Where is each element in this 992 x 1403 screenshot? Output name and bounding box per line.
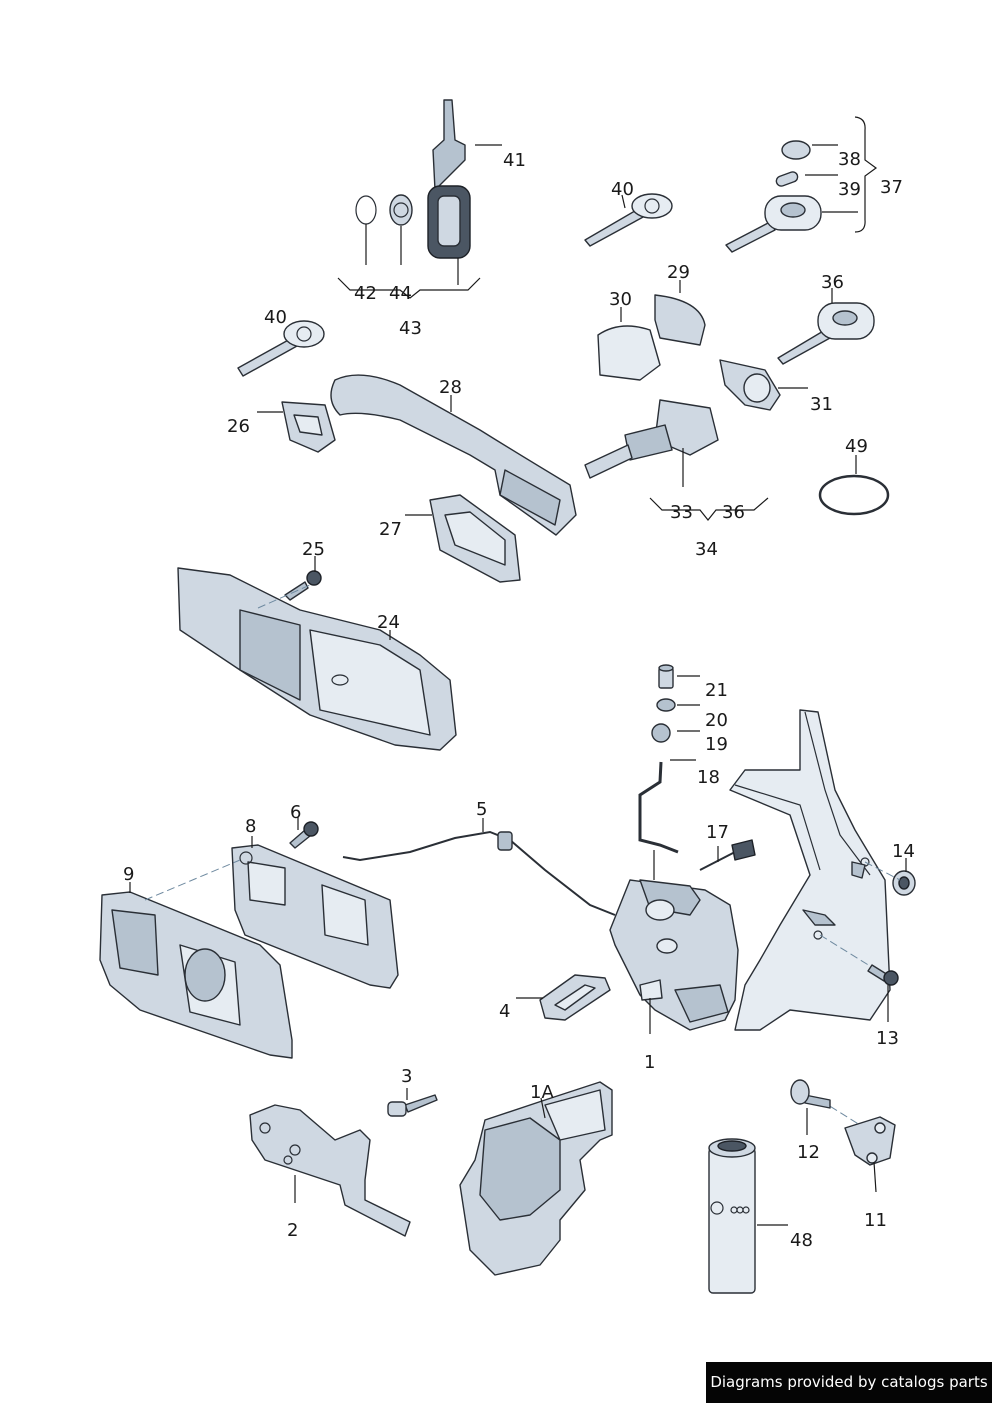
key-36	[777, 302, 875, 365]
label-5: 5	[476, 799, 487, 820]
trim-9	[99, 891, 293, 1059]
label-43: 43	[399, 318, 422, 339]
gasket-26	[281, 401, 336, 453]
label-6: 6	[290, 802, 301, 823]
label-34: 34	[695, 539, 718, 560]
carrier-24	[177, 567, 457, 751]
label-38: 38	[838, 149, 861, 170]
label-24: 24	[377, 612, 400, 633]
label-17: 17	[706, 822, 729, 843]
label-37: 37	[880, 177, 903, 198]
grease-can-48	[708, 1138, 756, 1294]
label-9: 9	[123, 864, 134, 885]
leader-lines	[129, 116, 907, 1226]
badge-44	[389, 194, 413, 226]
key-37	[725, 195, 822, 253]
cover-4	[539, 974, 611, 1021]
ring-49	[818, 474, 890, 516]
screw-25	[284, 570, 322, 601]
label-8: 8	[245, 816, 256, 837]
grommet-14	[892, 870, 916, 896]
screw-6	[289, 821, 319, 849]
label-30: 30	[609, 289, 632, 310]
pin-3	[387, 1094, 438, 1117]
label-29: 29	[667, 262, 690, 283]
handle-28-recess	[499, 469, 561, 526]
label-36-key: 36	[821, 272, 844, 293]
label-1A: 1A	[530, 1082, 554, 1103]
battery-38	[781, 140, 811, 160]
label-41: 41	[503, 150, 526, 171]
ring-42	[355, 195, 377, 225]
label-49: 49	[845, 436, 868, 457]
washer-20	[656, 698, 676, 712]
part-labels: 41 42 44 43 40 38 39 37 29 30 36 31 40 2…	[123, 149, 915, 1251]
label-36-set: 36	[722, 502, 745, 523]
label-40-left: 40	[264, 307, 287, 328]
label-39: 39	[838, 179, 861, 200]
label-1: 1	[644, 1052, 655, 1073]
label-11: 11	[864, 1210, 887, 1231]
label-28: 28	[439, 377, 462, 398]
bracket-31	[719, 359, 781, 411]
key-40-top	[584, 193, 673, 247]
label-42: 42	[354, 283, 377, 304]
assembly-line-25	[257, 584, 311, 609]
label-18: 18	[697, 767, 720, 788]
label-31: 31	[810, 394, 833, 415]
label-13: 13	[876, 1028, 899, 1049]
label-44: 44	[389, 283, 412, 304]
label-33: 33	[670, 502, 693, 523]
cap-30	[597, 325, 661, 381]
key-40-left	[237, 320, 325, 377]
label-21: 21	[705, 680, 728, 701]
bulb-39	[775, 171, 799, 187]
inner-bezel-8	[231, 844, 399, 989]
lock-cylinder-33	[584, 399, 719, 479]
label-20: 20	[705, 710, 728, 731]
label-4: 4	[499, 1001, 510, 1022]
bushing-19	[651, 723, 671, 743]
door-frame	[729, 709, 891, 1031]
credit-banner: Diagrams provided by catalogs parts	[706, 1362, 992, 1403]
remote-key-41	[427, 99, 471, 259]
cap-29	[654, 294, 706, 346]
microswitch-17	[699, 839, 756, 871]
door-lock-1	[609, 879, 739, 1031]
striker-plate-11	[844, 1116, 896, 1166]
label-25: 25	[302, 539, 325, 560]
label-27: 27	[379, 519, 402, 540]
cable-5	[342, 830, 616, 916]
assembly-line-9-8	[144, 859, 241, 901]
label-12: 12	[797, 1142, 820, 1163]
label-26: 26	[227, 416, 250, 437]
label-48: 48	[790, 1230, 813, 1251]
housing-1A	[459, 1081, 613, 1276]
label-3: 3	[401, 1066, 412, 1087]
label-19: 19	[705, 734, 728, 755]
bolt-21	[658, 664, 674, 689]
bracket-2	[249, 1104, 411, 1237]
label-2: 2	[287, 1220, 298, 1241]
cable-5-clip	[497, 831, 513, 851]
label-40-top: 40	[611, 179, 634, 200]
rod-18	[638, 761, 679, 854]
gasket-27	[429, 494, 521, 583]
bolt-13	[867, 964, 899, 986]
assembly-line-13	[819, 934, 871, 967]
label-14: 14	[892, 841, 915, 862]
assembly-line-14	[864, 861, 901, 881]
bolt-12	[790, 1079, 831, 1109]
